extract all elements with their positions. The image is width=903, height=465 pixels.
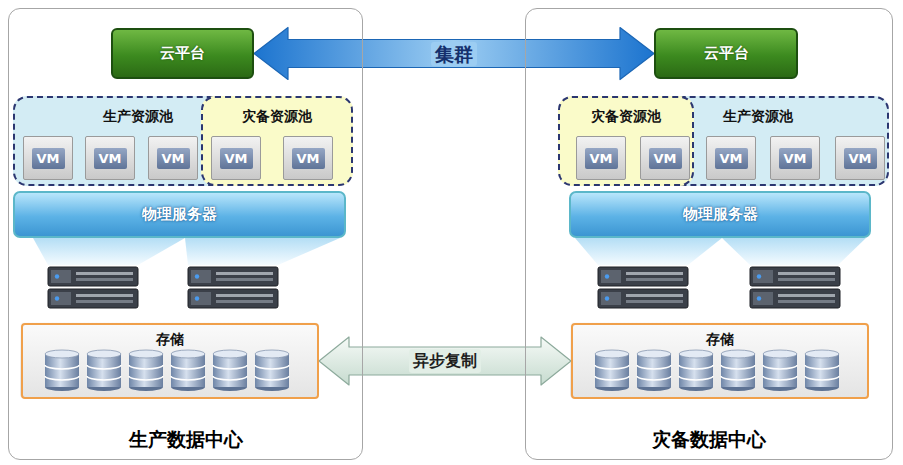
vm-box: VM [576,136,626,180]
node-label: 生产数据中心 [129,427,243,451]
cloud-platform-box: 云平台 [111,28,254,79]
double-arrow [254,28,654,80]
vm-box: VM [283,136,333,180]
node-label: 生产资源池 [723,107,793,125]
cloud-platform-box: 云平台 [654,28,798,79]
storage-box: 存储 [571,323,869,399]
node-label: VM [292,148,325,169]
node-label: VM [32,148,65,169]
node-label: VM [715,148,748,169]
node-label: 存储 [706,330,734,348]
vm-box: VM [640,136,690,180]
vm-box: VM [835,136,885,180]
node-label: 物理服务器 [683,205,758,224]
resource-pool: 灾备资源池 VM VM [558,96,694,186]
node-label: VM [585,148,618,169]
node-label: 灾备资源池 [242,107,312,125]
vm-box: VM [23,136,73,180]
double-arrow [319,337,571,385]
storage-box: 存储 [21,323,319,399]
node-label: VM [649,148,682,169]
node-label: 存储 [156,330,184,348]
storage-grounds [20,322,868,398]
vm-box: VM [770,136,820,180]
node-label: VM [844,148,877,169]
node-label: 灾备资源池 [591,107,661,125]
vm-box: VM [211,136,261,180]
data-center-panel: 生产数据中心 云平台生产资源池 VM VM VM 灾备资源池 VM VM 物理服务器存储 [8,8,363,460]
node-label: 云平台 [160,44,205,63]
node-label: 物理服务器 [142,205,217,224]
node-label: 生产资源池 [103,107,173,125]
server-bar: 物理服务器 [13,191,346,238]
vm-box: VM [148,136,198,180]
node-label: 灾备数据中心 [652,427,766,451]
connector-label: 集群 [431,42,477,66]
vm-box: VM [706,136,756,180]
data-center-panel: 灾备数据中心 云平台灾备资源池 VM VM 生产资源池 VM VM VM 物理服务器存储 [525,8,893,460]
server-bar: 物理服务器 [569,191,871,238]
resource-pool: 灾备资源池 VM VM [201,96,353,186]
funnels [33,238,866,265]
node-label: VM [157,148,190,169]
node-label: VM [779,148,812,169]
vm-box: VM [85,136,135,180]
connector-label: 异步复制 [409,349,481,373]
server-icons [48,267,840,308]
node-label: VM [94,148,127,169]
node-label: VM [220,148,253,169]
node-label: 云平台 [704,44,749,63]
